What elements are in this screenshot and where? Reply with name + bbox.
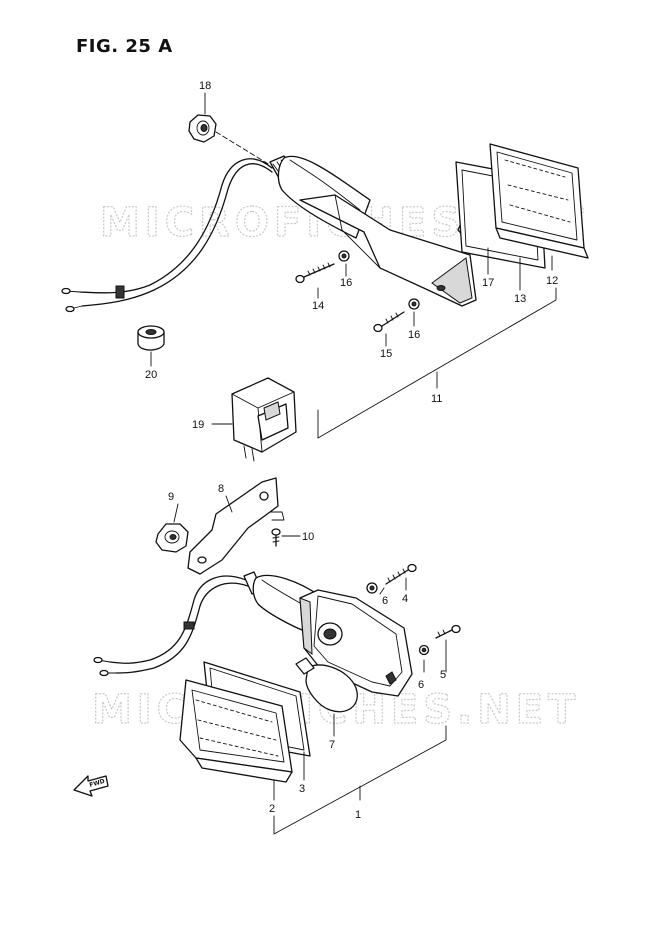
callout-7: 7 bbox=[329, 739, 335, 751]
callout-18: 18 bbox=[199, 80, 211, 92]
wire-harness-lower-a bbox=[109, 575, 247, 664]
callout-20: 20 bbox=[145, 369, 157, 381]
callout-14: 14 bbox=[312, 300, 324, 312]
callout-6-lower: 6 bbox=[418, 679, 424, 691]
part-7-bulb[interactable] bbox=[295, 657, 358, 713]
lens-housing-upper bbox=[299, 194, 477, 307]
wire-harness-lower-b bbox=[115, 582, 249, 674]
part-15-screw[interactable] bbox=[373, 311, 405, 333]
callout-9: 9 bbox=[168, 491, 174, 503]
leader-18-dash bbox=[215, 131, 271, 166]
wire-band-upper bbox=[115, 285, 125, 299]
callout-12: 12 bbox=[546, 275, 558, 287]
part-16-washer-lower[interactable] bbox=[408, 298, 420, 310]
part-6-washer-lower[interactable] bbox=[418, 644, 430, 656]
callout-15: 15 bbox=[380, 348, 392, 360]
part-16-washer-upper[interactable] bbox=[338, 250, 350, 262]
part-12-lens[interactable] bbox=[489, 143, 589, 259]
part-9-nut[interactable] bbox=[155, 523, 189, 553]
part-18-nut[interactable] bbox=[188, 114, 217, 143]
callout-5: 5 bbox=[440, 669, 446, 681]
wire-harness-upper-b bbox=[81, 163, 273, 307]
terminal-tip-2 bbox=[65, 305, 75, 313]
callout-17: 17 bbox=[482, 277, 494, 289]
part-6-washer-upper[interactable] bbox=[366, 582, 378, 594]
callout-3: 3 bbox=[299, 783, 305, 795]
terminal-tip-1 bbox=[61, 287, 71, 295]
callout-6-upper: 6 bbox=[382, 595, 388, 607]
callout-labels: 18 20 19 14 16 15 16 17 13 12 11 8 9 10 … bbox=[145, 80, 558, 821]
lower-turn-signal-assembly bbox=[93, 477, 461, 783]
part-5-screw[interactable] bbox=[435, 624, 461, 639]
callout-2: 2 bbox=[269, 803, 275, 815]
part-2-lens[interactable] bbox=[179, 679, 293, 783]
upper-turn-signal-assembly bbox=[61, 114, 589, 333]
fwd-label: FWD bbox=[89, 778, 106, 789]
callout-8: 8 bbox=[218, 483, 224, 495]
part-10-screw[interactable] bbox=[271, 528, 281, 547]
wire-band-lower bbox=[183, 621, 195, 630]
fwd-arrow: FWD bbox=[73, 775, 109, 797]
part-14-screw[interactable] bbox=[295, 262, 335, 284]
callout-10: 10 bbox=[302, 531, 314, 543]
part-4-screw[interactable] bbox=[385, 563, 417, 585]
leader-lines bbox=[150, 92, 557, 835]
callout-1: 1 bbox=[355, 809, 361, 821]
callout-13: 13 bbox=[514, 293, 526, 305]
figure-title: FIG. 25 A bbox=[76, 36, 173, 57]
callout-4: 4 bbox=[402, 593, 408, 605]
part-19-relay[interactable] bbox=[231, 377, 297, 462]
part-20-grommet[interactable] bbox=[137, 325, 165, 351]
callout-16-lower: 16 bbox=[408, 329, 420, 341]
part-8-bracket[interactable] bbox=[187, 477, 285, 575]
callout-19: 19 bbox=[192, 419, 204, 431]
callout-11: 11 bbox=[431, 393, 442, 405]
callout-16-upper: 16 bbox=[340, 277, 352, 289]
